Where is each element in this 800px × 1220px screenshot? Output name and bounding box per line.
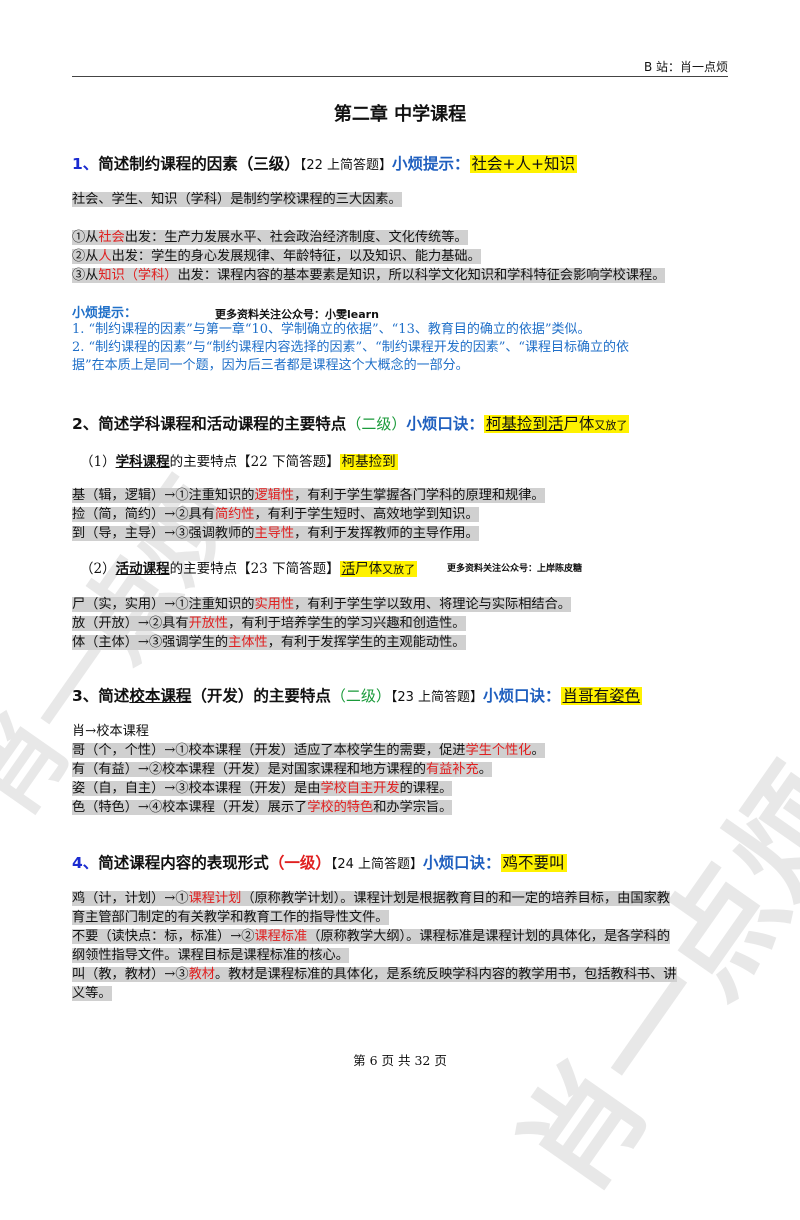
page-title: 第二章 中学课程	[333, 104, 467, 125]
section-2-list-2: 尸（实，实用）→①注重知识的实用性，有利于学生学以致用、将理论与实际相结合。 放…	[72, 597, 571, 650]
page-footer: 第 6 页 共 32 页	[353, 1053, 447, 1068]
section-1-heading: 1、简述制约课程的因素（三级）【22 上简答题】小烦提示：社会+人+知识	[72, 155, 577, 173]
header-site: B 站：肖一点烦	[643, 60, 728, 74]
section-4-heading: 4、简述课程内容的表现形式（一级）【24 上简答题】小烦口诀：鸡不要叫	[72, 854, 567, 872]
section-1-intro: 社会、学生、知识（学科）是制约学校课程的三大因素。	[72, 192, 402, 207]
section-3-list: 肖→校本课程 哥（个，个性）→①校本课程（开发）适应了本校学生的需要，促进学生个…	[72, 724, 545, 815]
header-rule	[72, 76, 728, 77]
section-1-notes: 1. “制约课程的因素”与第一章“10、学制确立的依据”、“13、教育目的确立的…	[72, 322, 630, 373]
section-1-list: ①从社会出发：生产力发展水平、社会政治经济制度、文化传统等。 ②从人出发：学生的…	[72, 230, 666, 283]
section-4-list: 鸡（计，计划）→①课程计划（原称教学计划）。课程计划是根据教育目的和一定的培养目…	[72, 891, 677, 1001]
section-2-sub2: （2）活动课程的主要特点【23 下简答题】活尸体又放了	[80, 561, 418, 577]
section-2-list-1: 基（辑，逻辑）→①注重知识的逻辑性，有利于学生掌握各门学科的原理和规律。 捡（简…	[72, 488, 545, 541]
section-1-note-label: 小烦提示：	[72, 306, 138, 321]
section-3-heading: 3、简述校本课程（开发）的主要特点（二级）【23 上简答题】小烦口诀：肖哥有姿色	[72, 687, 643, 705]
section-2-sub1: （1）学科课程的主要特点【22 下简答题】柯基捡到	[80, 454, 398, 470]
section-2-heading: 2、简述学科课程和活动课程的主要特点（二级）小烦口诀：柯基捡到活尸体又放了	[72, 415, 630, 433]
ad-line-2: 更多资料关注公众号：上岸陈皮糖	[447, 564, 583, 574]
ad-line-1: 更多资料关注公众号：小雯learn	[215, 308, 379, 321]
